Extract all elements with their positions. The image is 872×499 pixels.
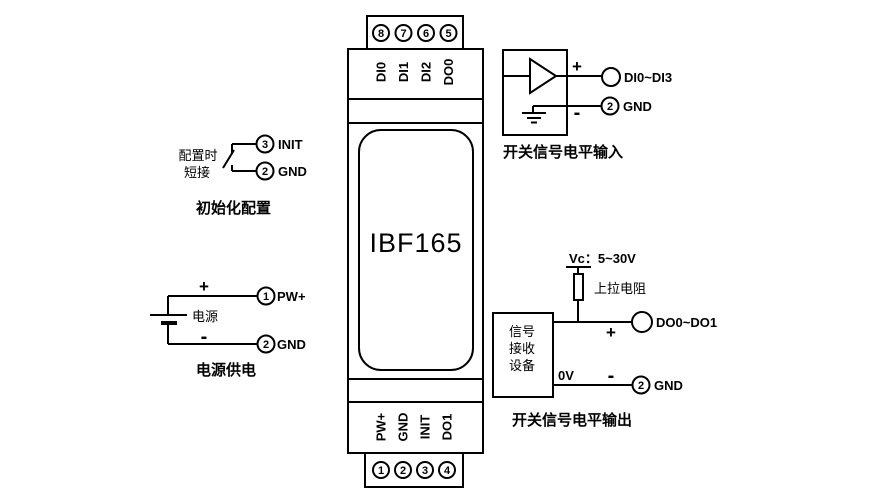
pw-label: PW+ (277, 289, 306, 304)
switch-input-circuit: + - DI0~DI3 2 GND 开关信号电平输入 (502, 49, 672, 161)
terminal-circle-init (255, 134, 275, 154)
gnd-label: GND (278, 164, 307, 179)
terminal-circle-4 (438, 461, 456, 479)
terminal-circle-2 (394, 461, 412, 479)
pin-label-pw: PW+ (374, 412, 389, 441)
terminal-circle-gnd (600, 96, 620, 116)
terminal-number: 2 (607, 101, 613, 113)
switch-input-caption: 开关信号电平输入 (503, 143, 623, 161)
power-supply-circuit: + - 电源 1 PW+ 2 GND 电源供电 (150, 277, 306, 379)
switch-blade (222, 149, 235, 169)
terminal-number: 2 (263, 339, 269, 351)
switch-output-caption: 开关信号电平输出 (512, 411, 632, 429)
receiver-device-box (492, 312, 554, 398)
pin-label-do0: DO0 (441, 59, 456, 86)
terminal-number: 2 (400, 465, 406, 477)
input-device-box (502, 49, 568, 136)
minus-sign: - (608, 365, 615, 387)
pin-label-di1: DI1 (396, 62, 411, 82)
pin-label-do1: DO1 (440, 414, 455, 441)
terminal-number: 2 (262, 166, 268, 178)
gnd-label: GND (277, 337, 306, 352)
terminal-number: 8 (378, 28, 384, 40)
terminal-circle-3 (416, 461, 434, 479)
init-config-circuit: 配置时 短接 3 INIT 2 GND 初始化配置 (178, 134, 307, 217)
terminal-number: 4 (444, 465, 451, 477)
do-range-label: DO0~DO1 (656, 315, 717, 330)
plus-sign: + (606, 323, 616, 342)
plus-sign: + (199, 277, 209, 296)
terminal-circle-8 (372, 24, 390, 42)
terminal-circle-gnd (256, 334, 276, 354)
terminal-number: 7 (400, 28, 406, 40)
vcc-label: Vc：5~30V (569, 251, 636, 266)
di-range-label: DI0~DI3 (624, 70, 672, 85)
terminal-number: 3 (262, 139, 268, 151)
terminal-circle-1 (372, 461, 390, 479)
terminal-circle-gnd (255, 161, 275, 181)
bottom-connector-box (364, 452, 464, 488)
gnd-label: GND (623, 99, 652, 114)
minus-sign: - (574, 102, 581, 124)
terminal-number: 5 (445, 28, 451, 40)
pin-label-gnd: GND (396, 413, 411, 442)
terminal-number: 2 (638, 380, 644, 392)
pin-label-di0: DI0 (374, 62, 389, 82)
minus-sign: - (201, 326, 208, 348)
pin-label-di2: DI2 (419, 62, 434, 82)
receiver-label-line2: 接收 (509, 341, 535, 356)
receiver-label-line1: 信号 (509, 324, 535, 339)
switch-output-circuit: Vc：5~30V 上拉电阻 + DO0~DO1 信号 接收 设备 0V - 2 … (492, 251, 717, 429)
receiver-label-line3: 设备 (509, 358, 535, 373)
terminal-circle-7 (394, 24, 413, 42)
terminal-circle-do (631, 311, 653, 333)
terminal-circle-5 (439, 24, 458, 42)
power-source-label: 电源 (192, 309, 218, 324)
terminal-number: 3 (422, 465, 428, 477)
pullup-resistor-icon (573, 273, 584, 301)
pullup-label: 上拉电阻 (594, 281, 646, 296)
terminal-circle-di (601, 67, 621, 87)
terminal-number: 1 (263, 291, 269, 303)
terminal-circle-gnd (631, 375, 651, 395)
terminal-circle-6 (417, 24, 435, 42)
init-config-caption: 初始化配置 (196, 199, 271, 217)
terminal-circle-pw (256, 286, 276, 306)
init-note-line2: 短接 (184, 165, 210, 180)
plus-sign: + (572, 57, 582, 76)
module: 8 7 6 5 IBF165 DI0 DI1 DI2 DO0 PW+ GND I… (347, 15, 484, 488)
power-caption: 电源供电 (196, 361, 256, 379)
zero-v-label: 0V (558, 368, 574, 383)
init-label: INIT (278, 137, 303, 152)
gnd-label: GND (654, 378, 683, 393)
terminal-number: 6 (423, 28, 429, 40)
module-face-panel (358, 129, 474, 371)
pin-label-init: INIT (418, 415, 433, 440)
module-name: IBF165 (369, 228, 462, 258)
terminal-number: 1 (378, 465, 384, 477)
buffer-triangle-icon (529, 57, 558, 95)
init-note-line1: 配置时 (178, 148, 217, 163)
